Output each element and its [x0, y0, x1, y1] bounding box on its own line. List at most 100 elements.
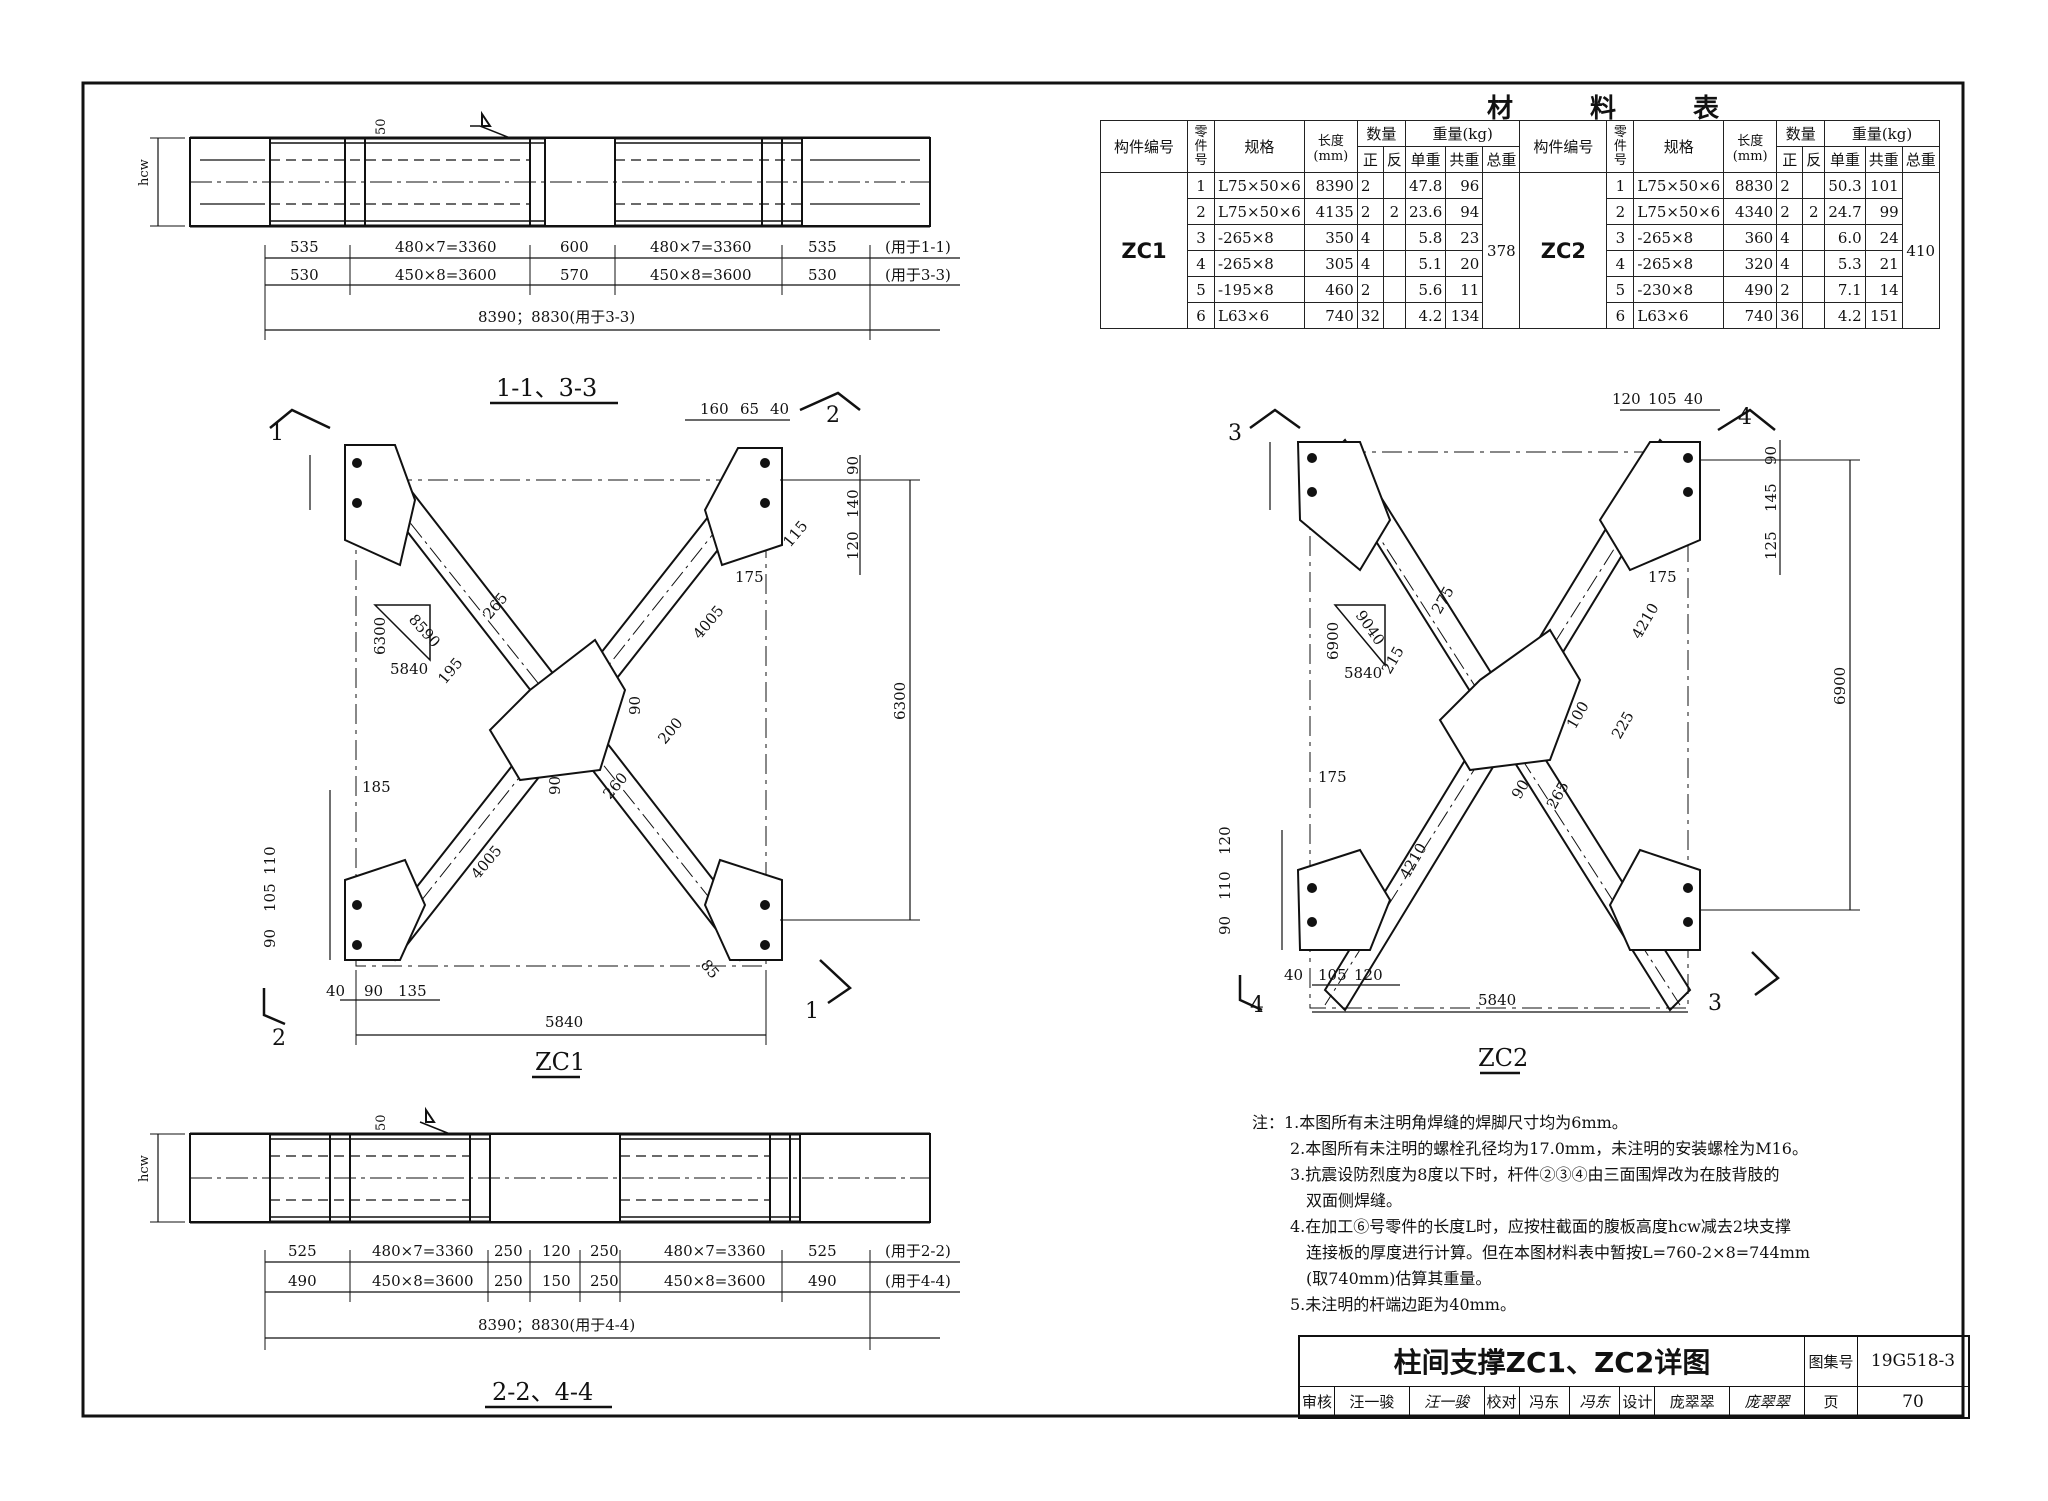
hdr-qty: 数量 [1356, 120, 1406, 147]
table-cell: 4 [1776, 250, 1804, 277]
table-cell: 2 [1356, 198, 1384, 225]
bottom-row2-g: 490 [808, 1272, 837, 1290]
table-cell: 2 [1356, 172, 1384, 199]
hdr-spec-r: 规格 [1633, 120, 1725, 173]
zc1-cut-3: 1 [805, 999, 819, 1024]
table-cell: 5 [1187, 276, 1215, 303]
check-name: 冯东 [1518, 1385, 1570, 1419]
zc2-tri-diag: 9040 [1352, 607, 1389, 649]
zc2-dim-3: 90 [1762, 446, 1780, 465]
table-cell: L75×50×6 [1633, 172, 1725, 199]
table-cell: 21 [1864, 250, 1903, 277]
table-cell: 350 [1303, 224, 1358, 251]
table-cell: 1 [1187, 172, 1215, 199]
table-cell: 6 [1187, 302, 1215, 329]
table-cell: 2 [1776, 276, 1804, 303]
table-cell: 134 [1445, 302, 1484, 329]
table-cell [1382, 250, 1406, 277]
table-cell: 490 [1723, 276, 1778, 303]
table-cell: 460 [1303, 276, 1358, 303]
bottom-row1-h: (用于2-2) [885, 1242, 951, 1260]
zc2-dim-11: 215 [1378, 643, 1408, 677]
table-cell: L75×50×6 [1214, 198, 1305, 225]
table-cell: 5.1 [1404, 250, 1447, 277]
design-name: 庞翠翠 [1654, 1385, 1731, 1419]
zc1-dim-33: 90 [364, 982, 383, 1000]
table-cell [1802, 172, 1826, 199]
table-cell: 5.8 [1404, 224, 1447, 251]
table-cell: 24 [1864, 224, 1903, 251]
hdr-w-total: 总重 [1482, 146, 1521, 173]
zc1-dim-32: 40 [326, 982, 345, 1000]
table-cell: 4.2 [1404, 302, 1447, 329]
zc1-dim-26: 105 [261, 883, 279, 912]
zc1-dim-10: 265 [479, 589, 511, 623]
note-line: 5.未注明的杆端边距为40mm。 [1290, 1295, 1516, 1314]
table-cell: L75×50×6 [1214, 172, 1305, 199]
page-no: 70 [1857, 1385, 1970, 1419]
table-cell: 4 [1187, 250, 1215, 277]
bottom-row1-a: 525 [288, 1242, 317, 1260]
table-cell: -265×8 [1633, 224, 1725, 251]
zc2-dim-4: 145 [1762, 483, 1780, 512]
table-cell [1382, 276, 1406, 303]
top-row2-d: 450×8=3600 [650, 266, 751, 284]
zc2-dim-32: 40 [1284, 966, 1303, 984]
top-row2-c: 570 [560, 266, 589, 284]
hdr-weight-r: 重量(kg) [1824, 120, 1940, 147]
table-cell: 99 [1864, 198, 1903, 225]
zc2-dim-0: 120 [1612, 390, 1641, 408]
table-cell: -230×8 [1633, 276, 1725, 303]
table-cell: -265×8 [1633, 250, 1725, 277]
zc1-dim-3: 90 [844, 456, 862, 475]
table-cell: 11 [1445, 276, 1484, 303]
top-row1-c: 600 [560, 238, 589, 256]
zc1-dim-7: 175 [735, 568, 764, 586]
zc1-dim-1: 65 [740, 400, 759, 418]
zc2-elevation [1238, 408, 1860, 1075]
top-row2-f: (用于3-3) [885, 266, 951, 284]
note-line: 双面侧焊缝。 [1306, 1191, 1403, 1210]
page-label: 页 [1804, 1385, 1858, 1419]
table-cell: 3 [1606, 224, 1635, 251]
top-row1-b: 480×7=3360 [395, 238, 496, 256]
zc1-dim-2: 40 [770, 400, 789, 418]
design-signature: 庞翠翠 [1729, 1385, 1805, 1419]
table-cell: 4 [1606, 250, 1635, 277]
table-cell: 360 [1723, 224, 1778, 251]
zc2-dim-2: 40 [1684, 390, 1703, 408]
table-cell: ZC2 [1519, 172, 1608, 329]
zc2-cut-0: 3 [1228, 421, 1242, 446]
table-cell: 23 [1445, 224, 1484, 251]
hdr-qty-neg-r: 反 [1802, 146, 1826, 173]
table-cell: 740 [1723, 302, 1778, 329]
sheet-frame [81, 81, 1965, 1418]
zc2-dim-1: 105 [1648, 390, 1677, 408]
table-cell: 23.6 [1404, 198, 1447, 225]
zc2-cut-3: 3 [1708, 991, 1722, 1016]
atlas-label: 图集号 [1804, 1335, 1858, 1387]
zc1-dim-5: 120 [844, 531, 862, 560]
zc1-dim-11: 195 [434, 654, 466, 688]
hdr-qty-pos-r: 正 [1776, 146, 1804, 173]
table-cell: -195×8 [1214, 276, 1305, 303]
design-label: 设计 [1619, 1385, 1656, 1419]
note-line: 3.抗震设防烈度为8度以下时，杆件②③④由三面围焊改为在肢背肢的 [1290, 1165, 1780, 1184]
hdr-w-total-r: 总重 [1901, 146, 1940, 173]
bottom-row2-f: 450×8=3600 [664, 1272, 765, 1290]
table-cell: 14 [1864, 276, 1903, 303]
review-name: 汪一骏 [1334, 1385, 1410, 1419]
table-cell: 2 [1776, 198, 1804, 225]
zc2-tri-h: 6900 [1324, 622, 1342, 660]
table-cell: 50.3 [1824, 172, 1866, 199]
table-cell: 5 [1606, 276, 1635, 303]
zc1-dim-16: 90 [626, 696, 644, 715]
table-cell: 8830 [1723, 172, 1778, 199]
bottom-row1-d: 120 [542, 1242, 571, 1260]
zc2-tri-w: 5840 [1344, 664, 1382, 682]
bottom-row2-c: 250 [494, 1272, 523, 1290]
top-dim-50: 50 [374, 118, 389, 135]
table-cell: 2 [1776, 172, 1804, 199]
